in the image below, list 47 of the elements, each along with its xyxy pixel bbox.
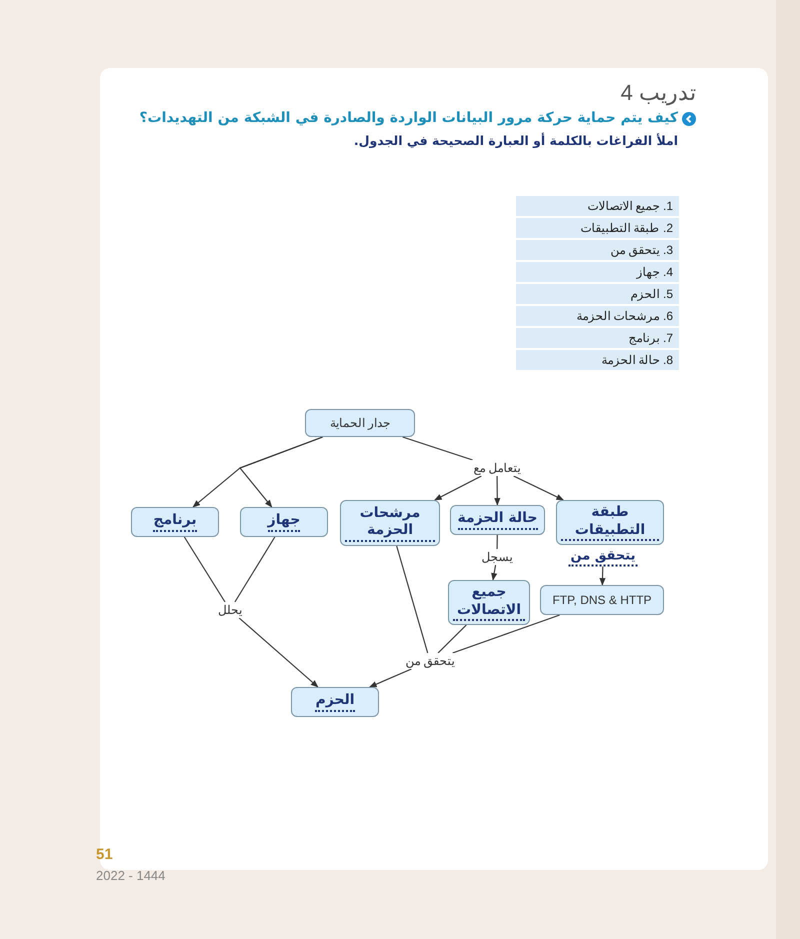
arrow	[434, 476, 482, 500]
table-cell: 6. مرشحات الحزمة	[516, 306, 679, 326]
connector-line	[438, 624, 467, 654]
table-cell: 3. يتحقق من	[516, 240, 679, 260]
filled-answer: برنامج	[153, 512, 197, 532]
connector-line	[396, 546, 428, 654]
connector-line	[184, 536, 226, 602]
concept-box	[240, 507, 328, 537]
filled-answer: الحزم	[315, 692, 355, 712]
filled-answer: جميع الاتصالات	[453, 584, 525, 621]
link-phrase: يتعامل مع	[471, 460, 523, 476]
connector-line	[452, 614, 560, 654]
concept-box	[450, 505, 545, 535]
concept-text: FTP, DNS & HTTP	[552, 593, 652, 607]
arrow	[369, 668, 412, 688]
connector-line	[234, 536, 276, 602]
filled-answer: حالة الحزمة	[458, 510, 538, 530]
concept-box	[540, 585, 664, 615]
concept-box	[131, 507, 219, 537]
table-cell: 5. الحزم	[516, 284, 679, 304]
table-cell: 1. جميع الاتصالات	[516, 196, 679, 216]
table-cell: 4. جهاز	[516, 262, 679, 282]
concept-box	[291, 687, 379, 717]
concept-text: جدار الحماية	[330, 416, 390, 430]
filled-answer: مرشحات الحزمة	[345, 504, 435, 542]
arrow	[599, 566, 606, 586]
exercise-title: تدريب 4	[620, 80, 696, 106]
link-phrase: يسجل	[480, 549, 514, 565]
concept-box	[305, 409, 415, 437]
arrow	[494, 476, 500, 506]
connector-line	[496, 535, 498, 549]
filled-answer: طبقة التطبيقات	[561, 504, 659, 541]
arrow	[491, 564, 498, 581]
link-phrase: يتحقق من	[403, 653, 457, 669]
arrow	[513, 476, 564, 500]
table-cell: 8. حالة الحزمة	[516, 350, 679, 370]
year-text: 2022 - 1444	[96, 868, 166, 883]
instruction-text: املأ الفراغات بالكلمة أو العبارة الصحيحة في الجدول.	[352, 133, 678, 148]
arrow	[238, 618, 318, 688]
page-number: 51	[96, 846, 113, 863]
link-phrase: يحلل	[216, 602, 244, 618]
arrow	[239, 436, 323, 508]
filled-answer: جهاز	[268, 512, 300, 532]
connector-line	[402, 436, 473, 461]
table-cell: 7. برنامج	[516, 328, 679, 348]
question-text: كيف يتم حماية حركة مرور البيانات الواردة والصادرة في الشبكة من التهديدات؟	[138, 110, 678, 126]
table-cell: 2. طبقة التطبيقات	[516, 218, 679, 238]
